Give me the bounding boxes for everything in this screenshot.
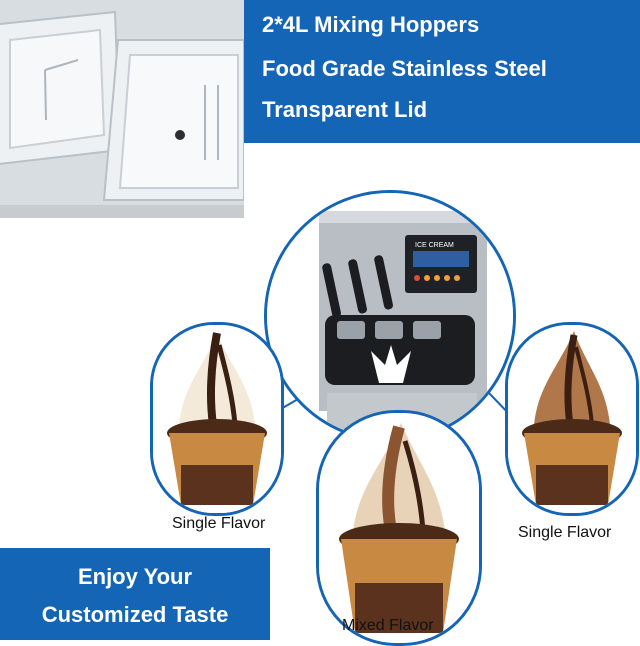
right-flavor-caption: Single Flavor [518, 524, 612, 541]
feature-lid-text: Transparent Lid [262, 97, 428, 122]
hopper-photo [0, 0, 244, 218]
ice-cream-machine-illustration: ICE CREAM [267, 193, 513, 439]
vanilla-cone-illustration [153, 325, 281, 513]
feature-steel-text: Food Grade Stainless Steel [262, 56, 547, 81]
left-flavor-caption: Single Flavor [172, 515, 266, 532]
hopper-illustration [0, 0, 244, 218]
machine-photo: ICE CREAM [264, 190, 516, 442]
feature-hoppers-text: 2*4L Mixing Hoppers [262, 12, 480, 37]
right-flavor-photo [505, 322, 639, 516]
feature-banner: 2*4L Mixing Hoppers Food Grade Stainless… [244, 0, 640, 143]
promo-line-1: Enjoy Your [77, 564, 193, 589]
left-flavor-photo [150, 322, 284, 516]
mixed-flavor-caption: Mixed Flavor [342, 617, 434, 634]
promo-line-2: Customized Taste [41, 602, 229, 627]
mixed-cone-illustration [319, 413, 479, 643]
chocolate-cone-illustration [508, 325, 636, 513]
promo-box: Enjoy Your Customized Taste [0, 548, 270, 640]
mixed-flavor-photo [316, 410, 482, 646]
panel-label: ICE CREAM [415, 242, 454, 249]
